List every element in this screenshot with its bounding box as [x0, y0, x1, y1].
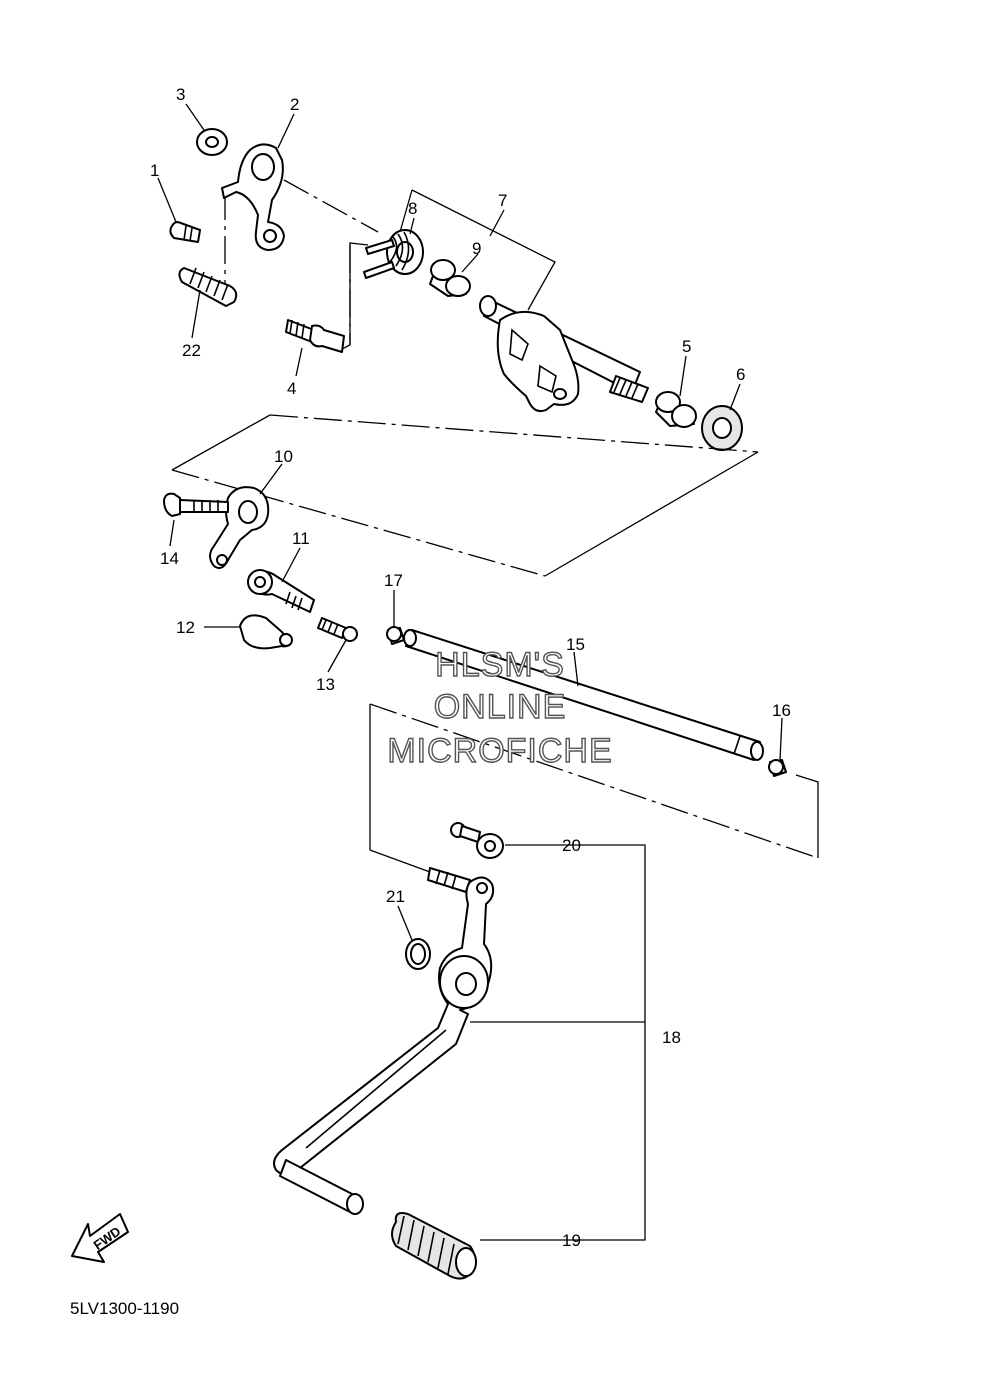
- callout-6: 6: [736, 365, 745, 384]
- callout-22: 22: [182, 341, 201, 360]
- callout-3: 3: [176, 85, 185, 104]
- diagram-code: 5LV1300-1190: [70, 1299, 179, 1318]
- callout-9: 9: [472, 239, 481, 258]
- part-pin-1: [169, 221, 201, 243]
- part-torsion-spring-8: [363, 229, 424, 279]
- part-bolt-4: [285, 319, 345, 353]
- part-collar-9: [429, 259, 471, 297]
- part-bolt-14: [163, 492, 229, 517]
- part-nut-16: [768, 759, 787, 777]
- part-bolt-20: [450, 822, 504, 859]
- callout-17: 17: [384, 571, 403, 590]
- part-nut-17: [386, 626, 405, 645]
- callout-12: 12: [176, 618, 195, 637]
- part-collar-5: [655, 391, 697, 428]
- callout-16: 16: [772, 701, 791, 720]
- callout-20: 20: [562, 836, 581, 855]
- part-bolt-13: [317, 617, 358, 642]
- fwd-arrow-icon: FWD: [71, 1213, 129, 1263]
- part-rod-end-11: [247, 569, 315, 613]
- callout-10: 10: [274, 447, 293, 466]
- lower-frame-lines: [369, 703, 819, 1241]
- callout-4: 4: [287, 379, 296, 398]
- part-shift-rod-15: [403, 629, 764, 761]
- callout-15: 15: [566, 635, 585, 654]
- callout-19: 19: [562, 1231, 581, 1250]
- part-shift-arm-10: [209, 486, 270, 569]
- callout-11: 11: [292, 529, 310, 548]
- part-oil-seal-6: [701, 405, 743, 451]
- callout-21: 21: [386, 887, 405, 906]
- part-shift-shaft-7: [479, 295, 649, 413]
- callout-1: 1: [150, 161, 159, 180]
- callout-18: 18: [662, 1028, 681, 1047]
- callout-14: 14: [160, 549, 179, 568]
- part-spring-22: [178, 267, 238, 307]
- part-cover-12: [239, 614, 293, 650]
- part-washer-3: [196, 128, 228, 156]
- callout-8: 8: [408, 199, 417, 218]
- watermark: HLSM'S ONLINE MICROFICHE: [387, 645, 613, 770]
- callout-2: 2: [290, 95, 299, 114]
- watermark-line-3: MICROFICHE: [387, 732, 612, 770]
- callout-leaders: [157, 103, 783, 941]
- callout-7: 7: [498, 191, 507, 210]
- part-o-ring-21: [405, 938, 431, 970]
- part-pedal-rubber-19: [391, 1212, 477, 1280]
- middle-frame-lines: [171, 414, 759, 577]
- callout-numbers: 1 2 3 4 5 6 7 8 9 10 11 12 13 14 15 16 1…: [150, 85, 791, 1250]
- part-stopper-lever-2: [221, 143, 285, 251]
- callout-5: 5: [682, 337, 691, 356]
- callout-13: 13: [316, 675, 335, 694]
- part-shift-pedal-18: [273, 867, 495, 1215]
- watermark-line-1: HLSM'S: [435, 646, 565, 684]
- watermark-line-2: ONLINE: [434, 688, 567, 726]
- upper-frame-lines: [224, 179, 556, 351]
